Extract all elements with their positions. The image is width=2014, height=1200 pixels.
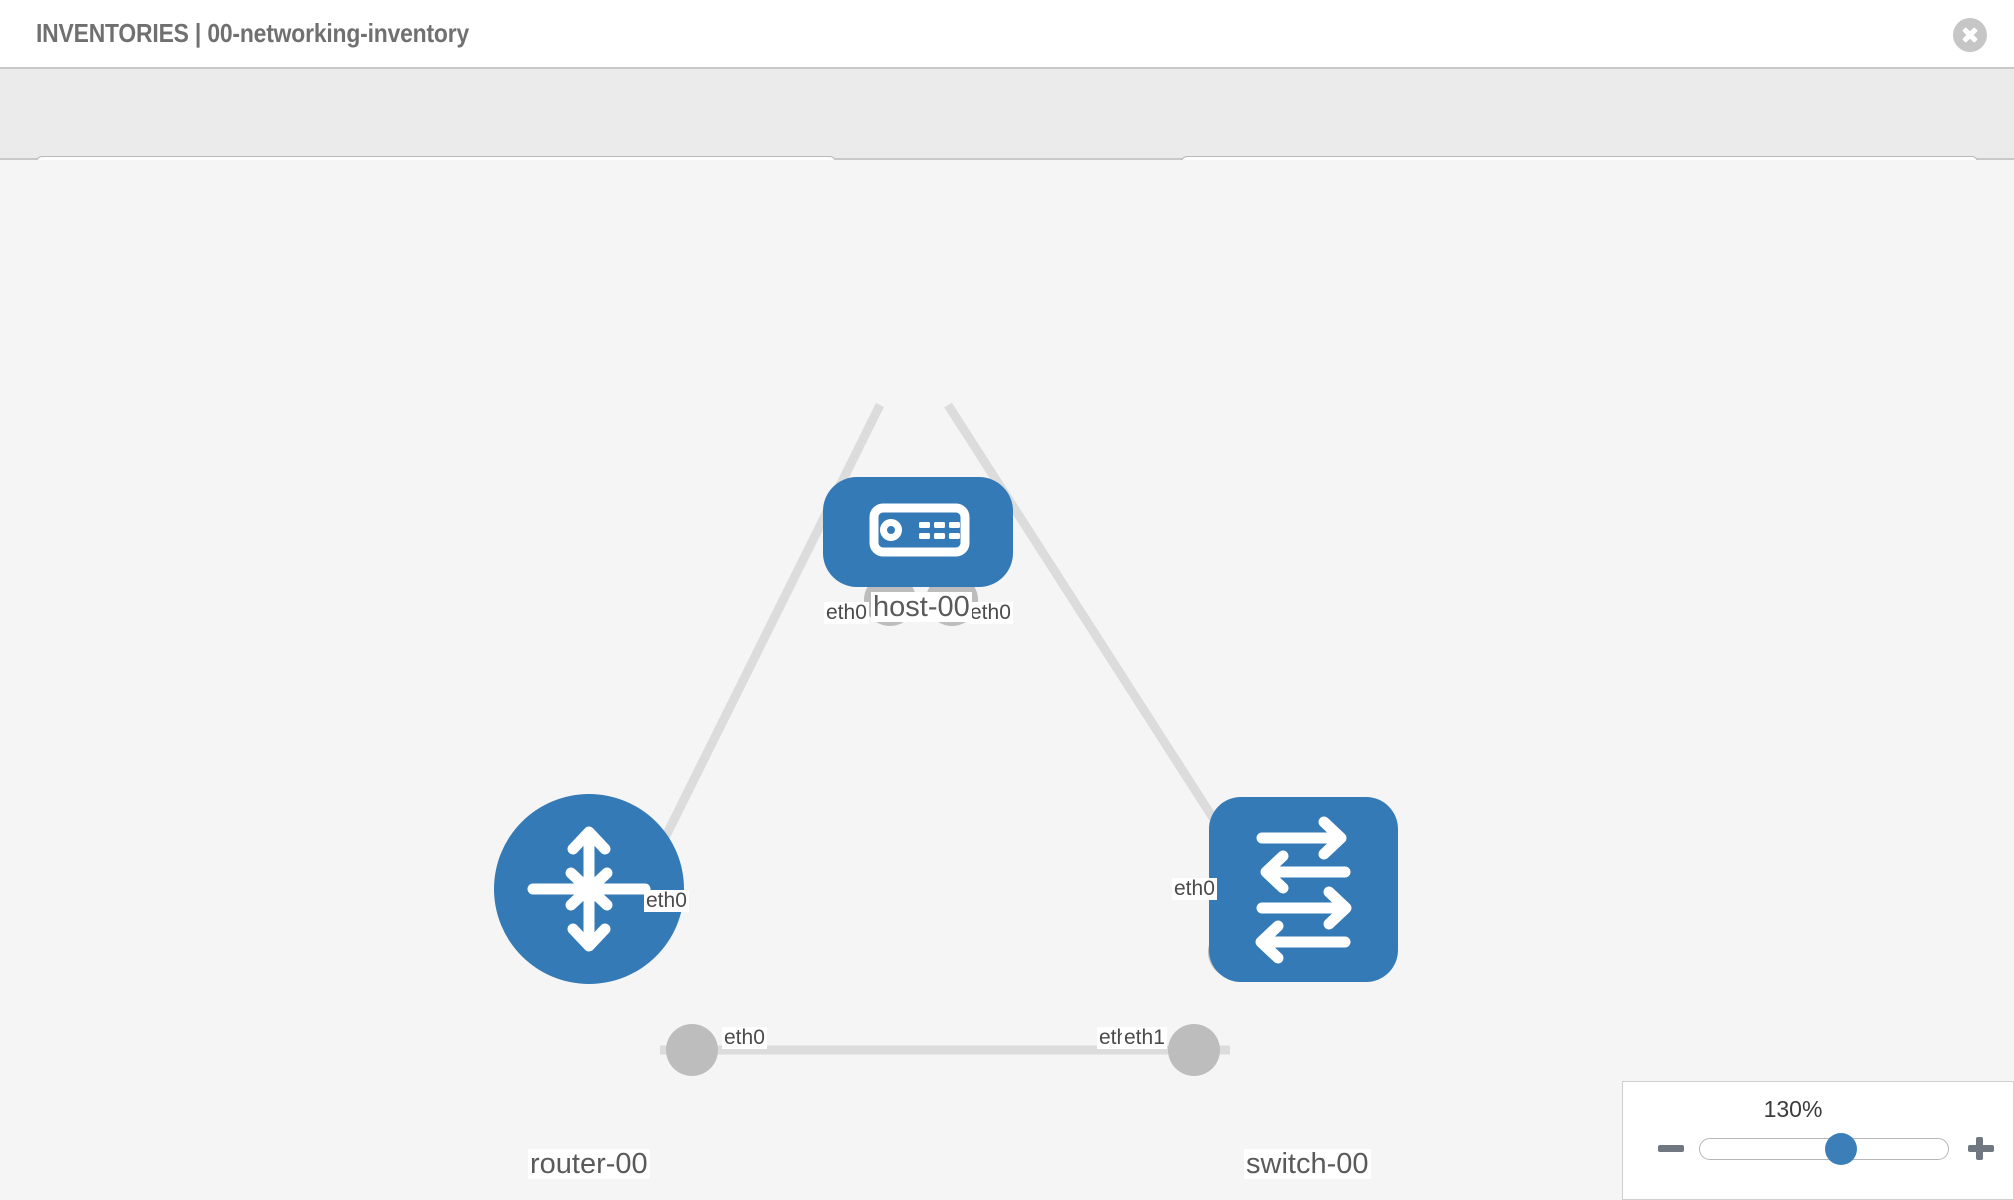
close-icon[interactable]	[1953, 18, 1987, 52]
zoom-slider-handle[interactable]	[1825, 1133, 1858, 1165]
node-label-router-00: router-00	[528, 1148, 650, 1180]
port-label: eth0	[968, 601, 1013, 625]
port-switch-left[interactable]	[1168, 1024, 1220, 1076]
node-host-00[interactable]	[823, 477, 1013, 587]
switch-arrows-icon	[1255, 816, 1352, 964]
topology-canvas[interactable]: eth0 eth0 eth0 eth0 eth0 eth0 eth1 host-…	[0, 160, 2014, 1200]
page-title: INVENTORIES | 00-networking-inventory	[36, 18, 470, 48]
node-label-switch-00: switch-00	[1244, 1148, 1371, 1180]
toolbar: ACTIONS SEARCH	[0, 69, 2014, 212]
port-label: eth0	[1172, 877, 1217, 901]
zoom-percent-label: 130%	[1763, 1096, 1823, 1122]
edge-host-router[interactable]	[643, 402, 885, 875]
router-arrows-icon	[527, 826, 651, 952]
port-label: eth0	[644, 889, 689, 913]
plus-icon[interactable]	[1966, 1134, 1996, 1164]
node-switch-00[interactable]	[1209, 797, 1398, 982]
zoom-slider[interactable]	[1699, 1133, 1949, 1165]
port-label: eth0	[824, 601, 869, 625]
topology-graph	[494, 402, 1398, 1076]
port-router-right[interactable]	[666, 1024, 718, 1076]
zoom-control: 130%	[1622, 1081, 2014, 1200]
page-header: INVENTORIES | 00-networking-inventory	[0, 0, 2014, 69]
port-label: eth1	[1122, 1026, 1167, 1050]
port-label: eth0	[722, 1026, 767, 1050]
node-router-00[interactable]	[494, 794, 684, 984]
server-appliance-icon	[869, 503, 970, 557]
edge-host-switch[interactable]	[944, 402, 1244, 863]
minus-icon[interactable]	[1656, 1134, 1686, 1164]
node-label-host-00: host-00	[871, 591, 972, 623]
